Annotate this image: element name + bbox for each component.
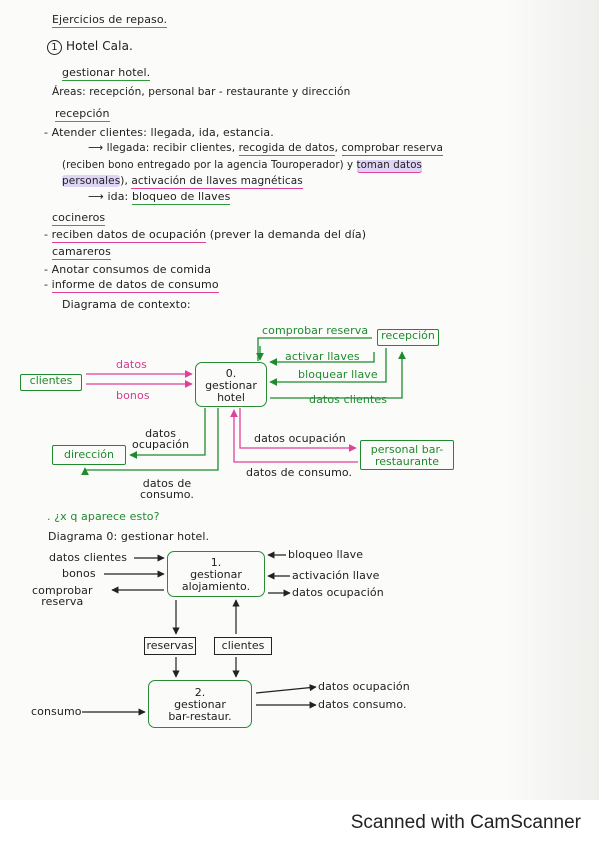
reception-heading: recepción xyxy=(55,107,110,122)
scanned-page: Ejercicios de repaso. 1 Hotel Cala. gesti… xyxy=(20,0,599,800)
flow-dod-line-2: ocupación xyxy=(132,438,190,451)
datastore-clientes: clientes xyxy=(214,637,272,655)
flow-comprobar-reserva: comprobar reserva xyxy=(262,324,369,337)
areas-line: Áreas: recepción, personal bar - restaur… xyxy=(52,86,351,98)
d0-out-comprobar-reserva: comprobar reserva xyxy=(32,585,93,607)
key-block: bloqueo de llaves xyxy=(131,190,231,205)
arrival-separator: , xyxy=(334,142,342,154)
personal-line-1: personal bar- xyxy=(370,443,444,456)
arrow-ocupacion-direccion xyxy=(129,408,206,459)
d0-comprobar-line-1: comprobar xyxy=(32,584,93,597)
arrow-ocupacion-personal xyxy=(239,408,357,452)
flow-datos-ocupacion: datos ocupación xyxy=(254,432,346,445)
exit-line: ⟶ ida: bloqueo de llaves xyxy=(88,190,231,205)
process-0-gestionar-hotel: 0. gestionar hotel xyxy=(195,362,267,407)
process-2-line-3: bar-restaur. xyxy=(168,710,232,723)
why-question: . ¿x q aparece esto? xyxy=(47,510,160,523)
receive-line: (reciben bono entregado por la agencia T… xyxy=(62,159,422,173)
flow-datos-de-consumo: datos de consumo. xyxy=(246,466,353,479)
d0-activacion-llave: activación llave xyxy=(292,569,380,582)
d0-in-consumo: consumo xyxy=(31,705,82,718)
flow-bloquear-llave: bloquear llave xyxy=(298,368,378,381)
exercise-number-circle: 1 xyxy=(47,40,62,55)
flow-datos: datos xyxy=(116,358,147,371)
cooks-demand: (prever la demanda del día) xyxy=(206,228,367,241)
exercise-heading: 1 Hotel Cala. xyxy=(47,40,133,55)
arrow-consumo-personal xyxy=(230,409,358,463)
process-2-gestionar-bar: 2. gestionar bar-restaur. xyxy=(148,680,252,728)
arrival-check-reservation: comprobar reserva xyxy=(341,142,444,156)
personal-line-2: restaurante xyxy=(374,455,440,468)
personal-data-highlight: personales xyxy=(62,175,121,187)
flow-datos-ocupacion-direccion: datos ocupación xyxy=(132,428,189,450)
d0-comprobar-line-2: reserva xyxy=(41,595,84,608)
waiters-consumption-report: informe de datos de consumo xyxy=(51,278,219,293)
context-diagram-title: Diagrama de contexto: xyxy=(62,298,191,311)
process-1-number: 1. xyxy=(210,556,222,569)
process-0-line-2: gestionar xyxy=(205,379,257,392)
page-edge-shadow xyxy=(505,0,599,800)
d0-in-bonos: bonos xyxy=(62,567,96,580)
arrow-comprobar xyxy=(257,337,372,361)
key-activation: activación de llaves magnéticas xyxy=(131,175,303,189)
notes-subtitle: gestionar hotel. xyxy=(62,66,151,81)
process-0-line-3: hotel xyxy=(217,391,245,404)
process-1-line-2: gestionar xyxy=(190,568,242,581)
entity-personal-bar: personal bar- restaurante xyxy=(360,440,454,470)
flow-dod-line-1: datos xyxy=(145,427,177,440)
waiters-dash: - xyxy=(44,278,52,291)
personal-separator: ), xyxy=(120,175,132,187)
scanner-watermark: Scanned with CamScanner xyxy=(350,812,581,833)
exercise-title: Hotel Cala. xyxy=(66,39,133,53)
waiters-heading: camareros xyxy=(52,245,111,260)
d0-2-datos-ocupacion: datos ocupación xyxy=(318,680,410,693)
flow-datos-clientes: datos clientes xyxy=(309,393,388,406)
flow-datos-consumo-direccion: datos de consumo. xyxy=(140,478,194,500)
d0-arrow-2-ocupacion xyxy=(255,684,317,694)
d0-bloqueo-llave: bloqueo llave xyxy=(288,548,364,561)
entity-clientes: clientes xyxy=(20,374,82,391)
d0-2-datos-consumo: datos consumo. xyxy=(318,698,407,711)
flow-dcd-line-1: datos de xyxy=(142,477,192,490)
receive-line-prefix: (reciben bono entregado por la agencia T… xyxy=(62,160,357,171)
personal-line: personales), activación de llaves magnét… xyxy=(62,175,303,189)
flow-bonos: bonos xyxy=(116,389,150,402)
flow-dcd-line-2: consumo. xyxy=(140,488,195,501)
attend-line: - Atender clientes: llegada, ida, estanc… xyxy=(44,126,274,139)
diagram0-title: Diagrama 0: gestionar hotel. xyxy=(48,530,210,543)
arrow-activar xyxy=(269,352,375,366)
datastore-reservas: reservas xyxy=(144,637,196,655)
notes-title: Ejercicios de repaso. xyxy=(52,13,168,28)
waiters-line-1: - Anotar consumos de comida xyxy=(44,263,212,276)
arrow-datos-clientes xyxy=(270,351,406,399)
diagram-arrows xyxy=(81,337,406,716)
arrival-prefix: ⟶ llegada: recibir clientes, xyxy=(88,142,239,154)
entity-direccion: dirección xyxy=(52,445,126,465)
d0-datos-ocupacion: datos ocupación xyxy=(292,586,384,599)
arrow-bloquear xyxy=(269,348,387,386)
process-2-line-2: gestionar xyxy=(174,698,226,711)
arrival-line: ⟶ llegada: recibir clientes, recogida de… xyxy=(88,142,444,156)
process-0-number: 0. xyxy=(225,367,237,380)
flow-activar-llaves: activar llaves xyxy=(285,350,360,363)
waiters-line-2: - informe de datos de consumo xyxy=(44,278,219,293)
process-2-number: 2. xyxy=(194,686,206,699)
scanner-footer: Scanned with CamScanner xyxy=(0,800,599,848)
cooks-heading: cocineros xyxy=(52,211,106,226)
receive-line-take-data: toman datos xyxy=(356,160,422,173)
cooks-line: - reciben datos de ocupación (prever la … xyxy=(44,228,367,243)
process-1-line-3: alojamiento. xyxy=(181,580,251,593)
arrival-data-collection: recogida de datos xyxy=(238,142,335,156)
cooks-dash: - xyxy=(44,228,52,241)
cooks-occupancy: reciben datos de ocupación xyxy=(51,228,207,243)
entity-recepcion: recepción xyxy=(377,329,439,346)
d0-in-datos-clientes: datos clientes xyxy=(49,551,128,564)
process-1-gestionar-alojamiento: 1. gestionar alojamiento. xyxy=(167,551,265,597)
exit-prefix: ⟶ ida: xyxy=(88,190,132,203)
arrow-consumo-direccion xyxy=(81,408,219,476)
